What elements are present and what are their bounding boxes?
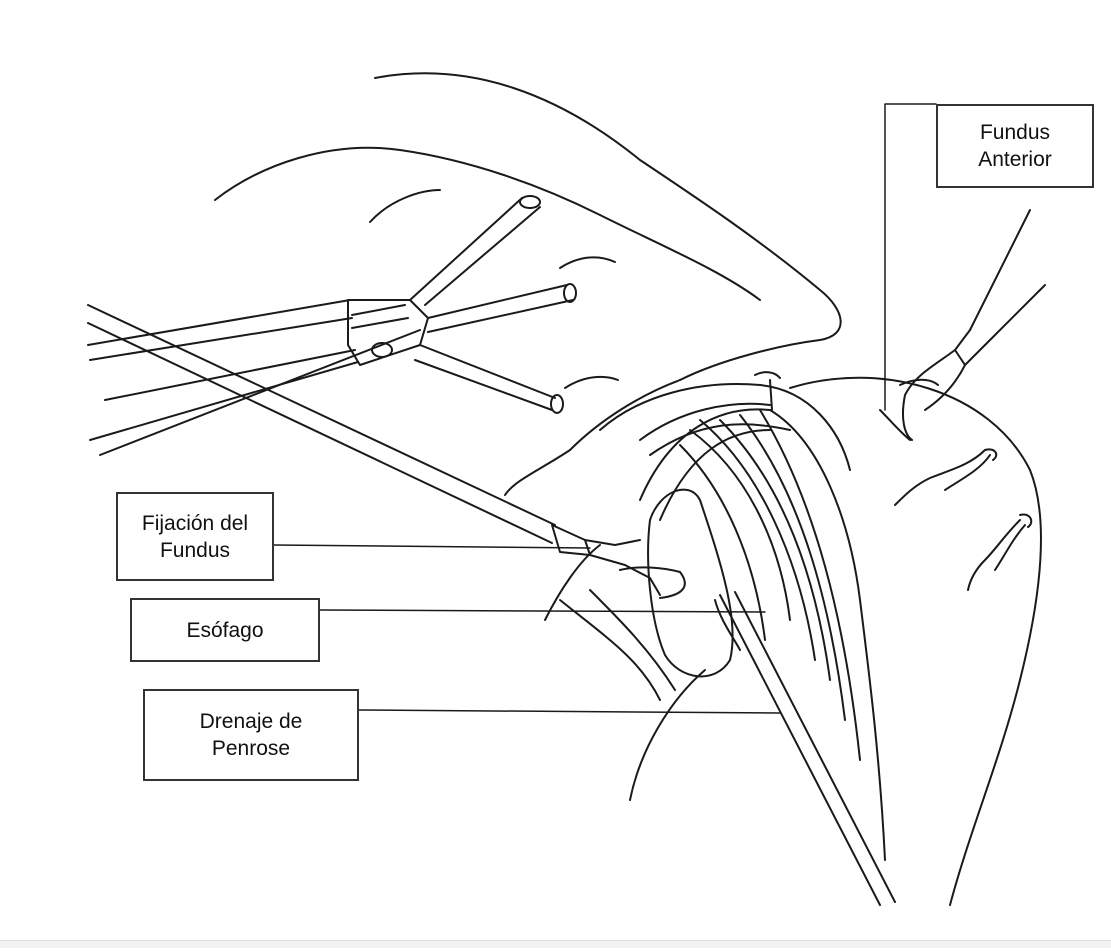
right-grasper bbox=[900, 210, 1045, 440]
label-fijacion-fundus: Fijación del Fundus bbox=[116, 492, 274, 581]
label-drenaje-penrose: Drenaje de Penrose bbox=[143, 689, 359, 781]
label-esofago: Esófago bbox=[130, 598, 320, 662]
esophagus-bundle bbox=[600, 372, 885, 860]
leader-lines bbox=[274, 104, 936, 713]
leader-fundus-anterior bbox=[885, 104, 936, 410]
leader-fijacion bbox=[274, 545, 590, 548]
penrose-drain bbox=[715, 592, 895, 905]
stomach-outline bbox=[545, 378, 1041, 905]
leader-drenaje bbox=[359, 710, 780, 713]
fan-retractor bbox=[88, 196, 576, 455]
leader-esofago bbox=[320, 610, 765, 612]
label-fundus-anterior: Fundus Anterior bbox=[936, 104, 1094, 188]
